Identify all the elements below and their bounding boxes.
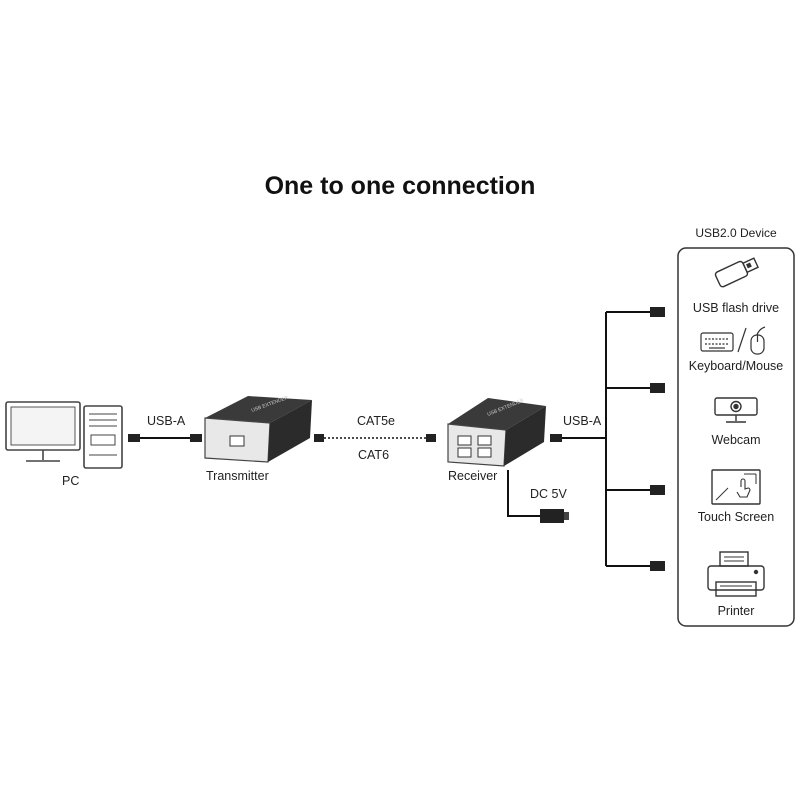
usb-a-right-label: USB-A	[563, 414, 602, 428]
usb-a-left-label: USB-A	[147, 414, 186, 428]
dc-power-cable	[507, 470, 569, 523]
device-panel-title: USB2.0 Device	[695, 226, 777, 240]
printer-icon	[707, 551, 765, 597]
device-label-keyboard-mouse: Keyboard/Mouse	[688, 359, 784, 373]
device-panel-frame	[677, 247, 795, 627]
dc-label: DC 5V	[530, 487, 567, 501]
transmitter-icon: USB EXTENDER	[204, 395, 312, 463]
diagram-title: One to one connection	[264, 172, 536, 200]
device-label-printer: Printer	[717, 604, 755, 618]
webcam-icon	[714, 397, 758, 423]
usb-cable-pc	[128, 434, 202, 442]
pc-label: PC	[62, 474, 80, 488]
receiver-label: Receiver	[448, 469, 498, 483]
transmitter-label: Transmitter	[206, 469, 269, 483]
cat6-label: CAT6	[358, 448, 390, 462]
device-label-webcam: Webcam	[711, 433, 761, 447]
network-cable	[314, 434, 436, 442]
usb-flash-drive-icon	[714, 257, 759, 288]
pc-icon	[5, 401, 123, 469]
usb-bus	[550, 307, 665, 571]
device-label-touch-screen: Touch Screen	[697, 510, 775, 524]
device-label-usb-flash-drive: USB flash drive	[692, 301, 780, 315]
keyboard-mouse-icon	[700, 326, 766, 355]
touch-screen-icon	[711, 469, 761, 505]
receiver-icon: USB EXTENDER	[447, 398, 546, 467]
cat5e-label: CAT5e	[357, 414, 395, 428]
